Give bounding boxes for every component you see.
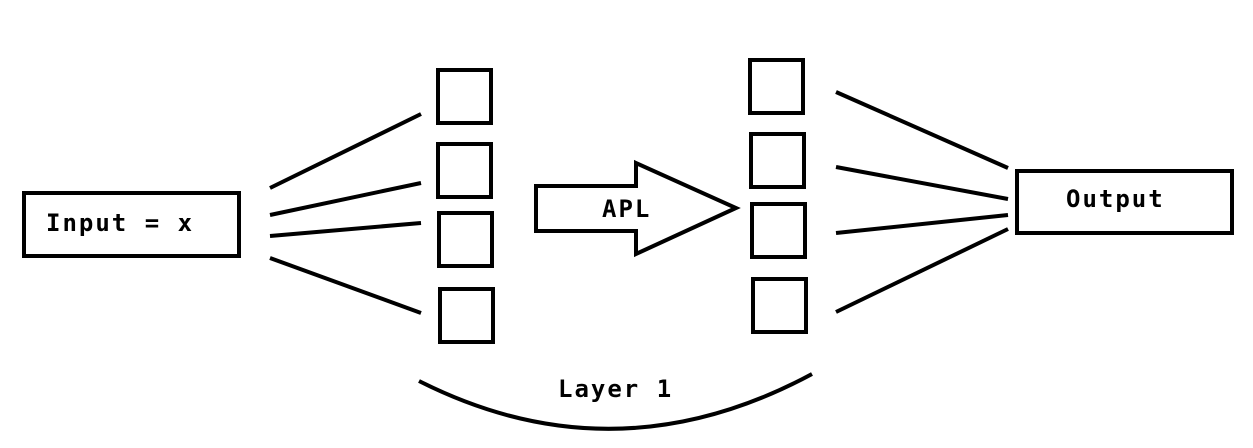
layer2-node	[749, 132, 806, 189]
apl-label: APL	[602, 195, 652, 223]
layer-label: Layer 1	[558, 375, 674, 403]
layer2-node	[748, 58, 805, 115]
output-label: Output	[1066, 185, 1165, 213]
layer1-node	[436, 68, 493, 125]
layer-brace-curve	[418, 372, 813, 431]
layer2-node	[750, 202, 807, 259]
connector-line	[835, 90, 1009, 170]
connector-line	[269, 256, 422, 315]
connector-line	[269, 112, 422, 190]
connector-line	[269, 181, 422, 217]
connector-line	[269, 221, 422, 238]
layer1-node	[437, 211, 494, 268]
output-box	[1015, 169, 1234, 235]
connector-line	[835, 165, 1009, 201]
connector-line	[835, 213, 1009, 235]
apl-arrow	[534, 159, 741, 258]
layer1-node	[436, 142, 493, 199]
layer2-node	[751, 277, 808, 334]
input-label: Input = x	[46, 209, 195, 237]
layer1-node	[438, 287, 495, 344]
input-box	[22, 191, 241, 258]
connector-line	[835, 227, 1009, 314]
